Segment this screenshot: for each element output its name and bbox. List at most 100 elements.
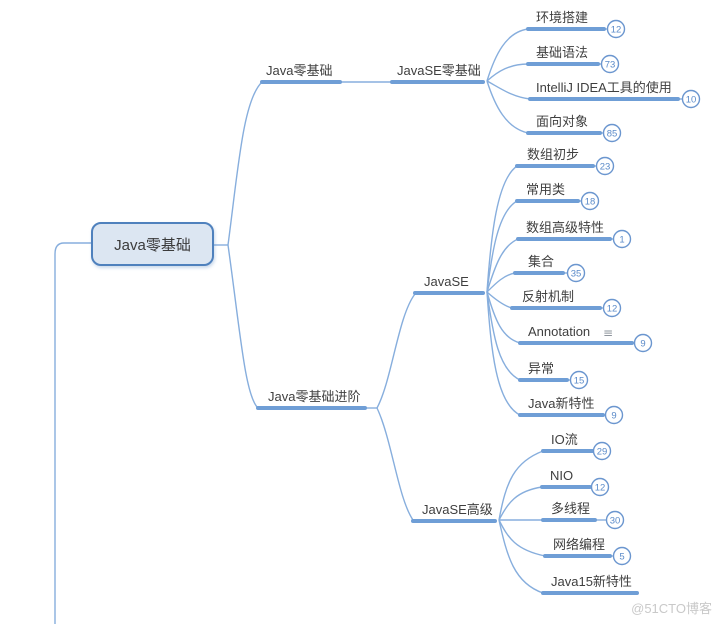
topic-intellij-idea[interactable]: IntelliJ IDEA工具的使用 bbox=[528, 80, 680, 101]
topic-basic-syntax[interactable]: 基础语法 bbox=[526, 45, 600, 66]
topic-java15-new-features[interactable]: Java15新特性 bbox=[541, 574, 639, 595]
count-badge: 10 bbox=[681, 89, 701, 109]
topic-label: 数组高级特性 bbox=[526, 220, 604, 235]
root-topic-label: Java零基础 bbox=[114, 237, 191, 254]
badge-count: 1 bbox=[619, 235, 624, 246]
topic-label: IO流 bbox=[551, 432, 578, 447]
connector-javase-fan-5 bbox=[486, 291, 513, 309]
root-topic-box[interactable] bbox=[91, 222, 214, 266]
badge-count: 29 bbox=[597, 447, 608, 458]
topic-label: 基础语法 bbox=[536, 45, 588, 60]
topic-branch-java-basics[interactable]: Java零基础 bbox=[260, 63, 342, 84]
badge-count: 73 bbox=[605, 60, 616, 71]
badge-count: 12 bbox=[607, 304, 618, 315]
topic-label: 数组初步 bbox=[527, 147, 579, 162]
badge-circle bbox=[604, 405, 624, 425]
badge-count: 23 bbox=[600, 162, 611, 173]
topic-label: 多线程 bbox=[551, 501, 590, 516]
badge-count: 12 bbox=[611, 25, 622, 36]
badge-circle bbox=[566, 263, 586, 283]
topic-collections[interactable]: 集合 bbox=[513, 254, 565, 275]
connector-javase0-fan-3 bbox=[486, 80, 531, 100]
count-badge: 85 bbox=[602, 123, 622, 143]
topic-label: 环境搭建 bbox=[536, 10, 588, 25]
badge-circle bbox=[569, 370, 589, 390]
badge-count: 5 bbox=[619, 552, 624, 563]
topic-label: 常用类 bbox=[526, 182, 565, 197]
topic-label: 异常 bbox=[528, 361, 554, 376]
topic-label: IntelliJ IDEA工具的使用 bbox=[536, 80, 672, 95]
topic-javase-zero[interactable]: JavaSE零基础 bbox=[390, 63, 485, 84]
topic-label: Java15新特性 bbox=[551, 574, 632, 589]
count-badge: 12 bbox=[590, 477, 610, 497]
badge-circle bbox=[633, 333, 653, 353]
topic-label: NIO bbox=[550, 468, 573, 483]
connector-branch2-to-javase bbox=[376, 293, 416, 409]
badge-circle bbox=[590, 477, 610, 497]
topic-exceptions[interactable]: 异常 bbox=[518, 361, 569, 382]
connector-root-to-branch1 bbox=[227, 81, 263, 246]
topic-branch-java-advanced[interactable]: Java零基础进阶 bbox=[256, 389, 367, 410]
topic-annotation[interactable]: Annotation ≡ bbox=[518, 324, 634, 345]
count-badge: 15 bbox=[569, 370, 589, 390]
count-badge: 9 bbox=[604, 405, 624, 425]
topic-javase[interactable]: JavaSE bbox=[413, 274, 485, 295]
count-badge: 1 bbox=[612, 229, 632, 249]
topic-array-advanced[interactable]: 数组高级特性 bbox=[516, 220, 612, 241]
watermark: @51CTO博客 bbox=[631, 601, 712, 616]
badge-circle bbox=[612, 229, 632, 249]
topic-label: Annotation bbox=[528, 324, 590, 339]
connector-root-left-down bbox=[54, 242, 92, 624]
badge-circle bbox=[595, 156, 615, 176]
badge-circle bbox=[605, 510, 625, 530]
badge-circle bbox=[681, 89, 701, 109]
count-badge: 12 bbox=[606, 19, 626, 39]
topic-label: 反射机制 bbox=[522, 289, 574, 304]
topic-multithreading[interactable]: 多线程 bbox=[541, 501, 597, 522]
badge-count: 35 bbox=[571, 269, 582, 280]
connector-javase-fan-8 bbox=[486, 291, 521, 416]
badge-count: 15 bbox=[574, 376, 585, 387]
topic-common-classes[interactable]: 常用类 bbox=[515, 182, 580, 203]
connector-javase0-fan-1 bbox=[486, 28, 529, 82]
connector-javase-adv-fan-5 bbox=[498, 519, 544, 594]
connector-javase-fan-4 bbox=[486, 272, 516, 293]
connector-javase-fan-1 bbox=[486, 165, 518, 293]
connector-javase-fan-3 bbox=[486, 238, 519, 293]
topic-env-setup[interactable]: 环境搭建 bbox=[526, 10, 606, 31]
topic-root[interactable]: Java零基础 bbox=[91, 222, 214, 266]
badge-circle bbox=[580, 191, 600, 211]
connector-javase-fan-6 bbox=[486, 291, 521, 344]
topic-label: 集合 bbox=[528, 254, 554, 269]
count-badge: 23 bbox=[595, 156, 615, 176]
count-badge: 18 bbox=[580, 191, 600, 211]
connector-javase-adv-fan-1 bbox=[498, 450, 544, 521]
topic-javase-advanced[interactable]: JavaSE高级 bbox=[411, 502, 497, 523]
badge-count: 9 bbox=[611, 411, 616, 422]
count-badge: 73 bbox=[600, 54, 620, 74]
topic-label: Java新特性 bbox=[528, 396, 594, 411]
topic-nio[interactable]: NIO bbox=[540, 468, 592, 489]
topic-label: JavaSE高级 bbox=[422, 502, 493, 517]
count-badge: 30 bbox=[605, 510, 625, 530]
badge-circle bbox=[602, 123, 622, 143]
count-badge: 12 bbox=[602, 298, 622, 318]
topic-java-new-features[interactable]: Java新特性 bbox=[518, 396, 605, 417]
badge-count: 10 bbox=[686, 95, 697, 106]
topic-label: 网络编程 bbox=[553, 537, 605, 552]
connector-javase-fan-7 bbox=[486, 291, 521, 381]
connector-javase-adv-fan-4 bbox=[498, 519, 546, 557]
connector-branch2-to-javase-adv bbox=[376, 407, 414, 521]
topic-oop[interactable]: 面向对象 bbox=[526, 114, 602, 135]
topic-array-basics[interactable]: 数组初步 bbox=[515, 147, 595, 168]
topic-reflection[interactable]: 反射机制 bbox=[510, 289, 602, 310]
badge-count: 30 bbox=[610, 516, 621, 527]
count-badge: 5 bbox=[612, 546, 632, 566]
topic-label: JavaSE bbox=[424, 274, 469, 289]
topic-network-programming[interactable]: 网络编程 bbox=[543, 537, 612, 558]
count-badge: 35 bbox=[566, 263, 586, 283]
topic-io-stream[interactable]: IO流 bbox=[541, 432, 595, 453]
badge-count: 9 bbox=[640, 339, 645, 350]
